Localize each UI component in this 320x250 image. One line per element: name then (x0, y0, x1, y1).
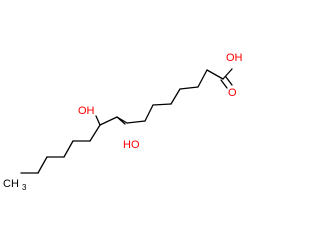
carboxyl-oh-label: OH (226, 52, 243, 64)
molecule-structure-diagram: OH O OH HO CH 3 (3, 52, 243, 192)
diol-group: OH HO (78, 105, 140, 151)
bond-c1-oh (222, 68, 233, 80)
carbonyl-o-label: O (228, 87, 237, 99)
chain-bond-2 (179, 86, 199, 90)
chain-bond-5 (144, 104, 154, 122)
hydroxyl-10-label: OH (78, 105, 95, 117)
chain-bond-8 (99, 116, 118, 126)
bond-c1-o-double-b (225, 76, 233, 86)
chain-bond-11 (63, 140, 74, 158)
bond-c1-o-double-a (220, 79, 228, 89)
bond-c10-o (95, 115, 101, 126)
methyl-subscript: 3 (22, 183, 27, 192)
carboxylic-acid-group: OH O (206, 52, 243, 99)
methyl-end-label: CH 3 (3, 178, 27, 192)
chain-bond-6 (126, 120, 146, 124)
hydroxyl-9-label: HO (123, 139, 140, 151)
terminal-methyl-group: CH 3 (3, 178, 27, 192)
chain-bond-1 (197, 69, 208, 88)
chain-bond-4 (152, 103, 172, 106)
methyl-ch-text: CH (3, 178, 19, 190)
bond-c1-c2 (206, 69, 224, 80)
chain-bond-3 (170, 88, 181, 105)
chain-bond-13 (37, 156, 48, 174)
chain-bond-9 (89, 124, 101, 142)
carbon-chain (20, 69, 208, 174)
bond-c9-o (116, 116, 126, 125)
